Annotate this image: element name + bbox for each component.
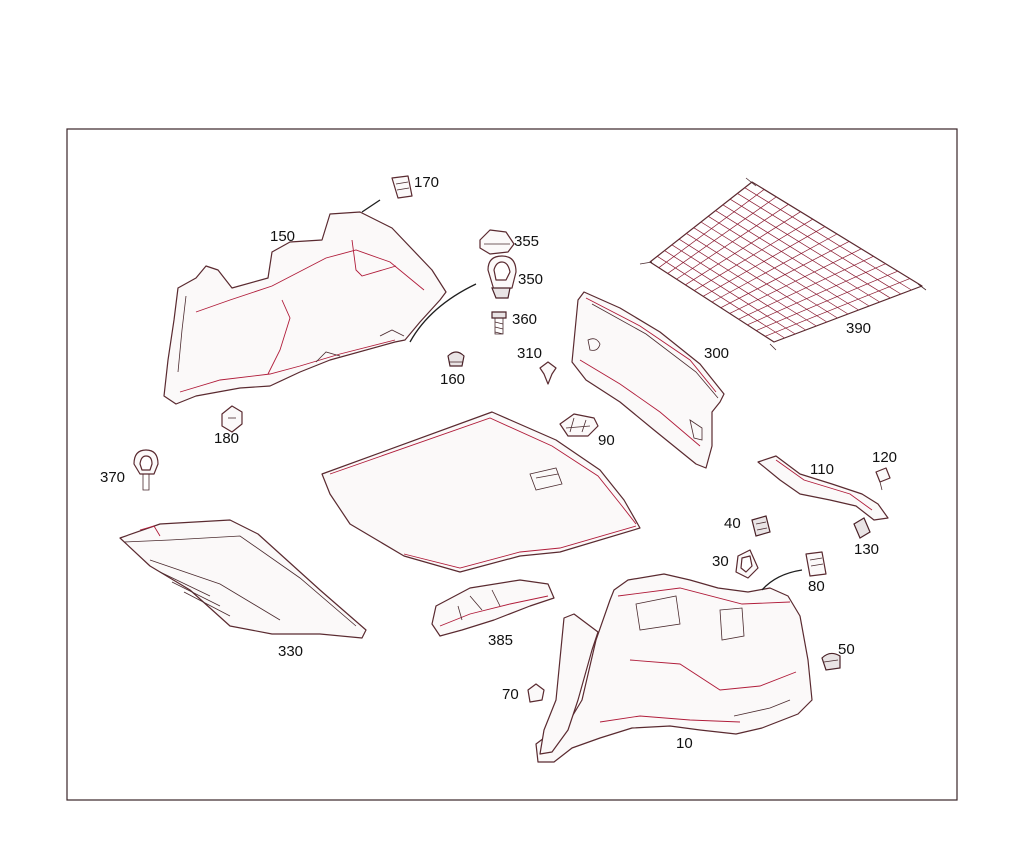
part-120-clip[interactable] [875, 467, 891, 491]
net-strand [737, 193, 902, 295]
callout-90: 90 [598, 432, 615, 449]
net-strand [765, 278, 910, 337]
callout-390: 390 [846, 320, 871, 337]
part-110-trim-strip[interactable] [757, 455, 889, 521]
part-170-clip[interactable] [391, 175, 413, 199]
part-30-frame[interactable] [735, 549, 759, 579]
callout-355: 355 [514, 233, 539, 250]
net-strand [756, 270, 898, 331]
callout-180: 180 [214, 430, 239, 447]
part-80-clip[interactable] [805, 551, 827, 577]
callout-labels: 170 150 355 350 360 160 310 300 390 180 … [100, 174, 897, 752]
net-strand [738, 255, 874, 320]
part-310-rivet[interactable] [539, 361, 557, 385]
part-355-cover-cap[interactable] [479, 229, 515, 255]
net-strand [715, 210, 870, 307]
net-strand [729, 248, 862, 314]
part-360-screw[interactable] [491, 311, 507, 335]
part-130-clip[interactable] [853, 517, 871, 539]
net-mesh [657, 187, 912, 339]
callout-10: 10 [676, 735, 693, 752]
part-330-side-panel[interactable] [119, 519, 367, 639]
net-strand [708, 215, 859, 311]
part-floor-cover[interactable] [321, 411, 641, 573]
net-strand [711, 233, 838, 303]
callout-130: 130 [854, 541, 879, 558]
part-160-plug[interactable] [447, 351, 465, 367]
callout-120: 120 [872, 449, 897, 466]
part-300-rear-panel-trim[interactable] [571, 291, 725, 469]
callout-160: 160 [440, 371, 465, 388]
callout-385: 385 [488, 632, 513, 649]
part-40-switch[interactable] [751, 515, 771, 537]
diagram-frame [66, 128, 958, 801]
callout-70: 70 [502, 686, 519, 703]
part-390-luggage-net[interactable] [639, 177, 927, 351]
part-90-bracket[interactable] [559, 413, 599, 437]
callout-50: 50 [838, 641, 855, 658]
part-150-side-trim-left[interactable] [163, 211, 447, 405]
callout-150: 150 [270, 228, 295, 245]
callout-80: 80 [808, 578, 825, 595]
leader-lines [361, 199, 803, 591]
part-70-clip[interactable] [527, 683, 545, 703]
part-370-lashing-eye[interactable] [133, 449, 159, 491]
callout-360: 360 [512, 311, 537, 328]
callout-300: 300 [704, 345, 729, 362]
callout-330: 330 [278, 643, 303, 660]
part-385-holder[interactable] [431, 579, 555, 637]
net-strand [729, 198, 891, 299]
part-180-clip[interactable] [221, 405, 243, 433]
net-strand [722, 204, 880, 303]
callout-170: 170 [414, 174, 439, 191]
part-50-plug[interactable] [821, 652, 841, 671]
callout-350: 350 [518, 271, 543, 288]
net-strand [747, 263, 886, 326]
callout-40: 40 [724, 515, 741, 532]
part-350-lashing-eye[interactable] [487, 255, 517, 299]
part-10-side-trim-right[interactable] [535, 573, 813, 763]
net-strand [744, 187, 912, 291]
net-strand [720, 241, 850, 309]
callout-310: 310 [517, 345, 542, 362]
callout-110: 110 [810, 461, 834, 478]
callout-30: 30 [712, 553, 729, 570]
callout-370: 370 [100, 469, 125, 486]
